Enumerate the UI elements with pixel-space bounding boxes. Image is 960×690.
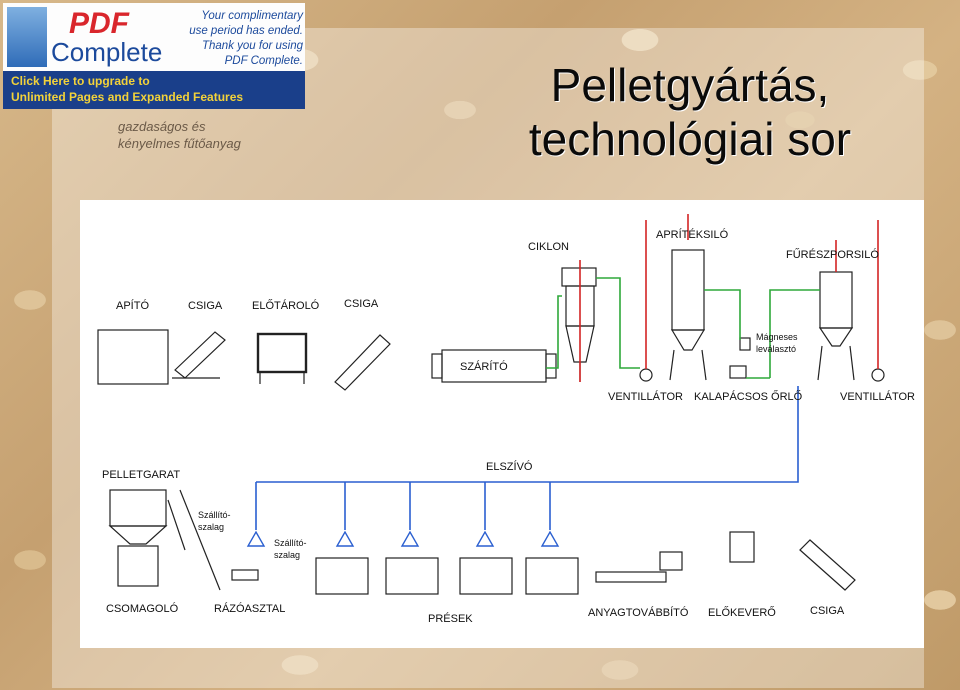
csiga3-conveyor <box>799 539 856 591</box>
upgrade-link[interactable]: Click Here to upgrade to Unlimited Pages… <box>11 73 243 105</box>
csiga2-conveyor <box>334 334 391 391</box>
label-elokevero: ELŐKEVERŐ <box>708 605 776 619</box>
pres-4 <box>525 557 579 595</box>
apito-box <box>97 329 169 385</box>
banner-msg-line2: use period has ended. <box>189 25 303 37</box>
fureszpor-silo <box>819 271 853 329</box>
label-szall2a: Szállító- <box>274 538 307 548</box>
anyagtov-screen <box>659 551 683 571</box>
label-presek: PRÉSEK <box>428 612 473 625</box>
label-apito: APÍTÓ <box>116 299 149 312</box>
pdf-complete-logo-icon <box>7 7 47 67</box>
label-elotarolo: ELŐTÁROLÓ <box>252 298 320 312</box>
label-fureszpor: FŰRÉSZPORSILÓ <box>786 247 879 261</box>
anyagtov-conveyor <box>595 571 667 583</box>
csomagolo-box <box>117 545 159 587</box>
kalapacsos-orlo <box>729 365 747 379</box>
title-line2: technológiai sor <box>528 113 852 165</box>
upgrade-line1[interactable]: Click Here to upgrade to <box>11 74 150 88</box>
razoasztal-box <box>231 569 259 581</box>
label-csiga1: CSIGA <box>188 300 223 312</box>
pres-2 <box>385 557 439 595</box>
blue-pipes <box>255 386 799 530</box>
elszivo-funnels <box>246 530 560 547</box>
label-anyagtov: ANYAGTOVÁBBÍTÓ <box>588 606 689 619</box>
page-title: Pelletgyártás, technológiai sor <box>460 58 920 166</box>
label-szarito: SZÁRÍTÓ <box>460 360 508 373</box>
label-csomagolo: CSOMAGOLÓ <box>106 602 179 615</box>
upgrade-line2[interactable]: Unlimited Pages and Expanded Features <box>11 90 244 104</box>
logo-pdf-text: PDF <box>69 7 129 40</box>
elotarolo-box <box>256 332 308 374</box>
banner-msg-line1: Your complimentary <box>201 10 303 22</box>
label-csiga2: CSIGA <box>344 298 379 310</box>
label-szall2b: szalag <box>274 550 300 560</box>
apritek-silo <box>671 249 705 331</box>
ciklon-top <box>561 267 597 287</box>
ventillator2-icon <box>871 368 885 382</box>
red-pipes <box>579 214 879 382</box>
csiga1-conveyor <box>174 331 226 379</box>
label-vent1: VENTILLÁTOR <box>608 390 683 403</box>
label-vent2: VENTILLÁTOR <box>840 390 915 403</box>
label-magneses2: leválasztó <box>756 344 796 354</box>
banner-message: Your complimentary use period has ended.… <box>163 9 303 69</box>
elokevero-box <box>729 531 755 563</box>
banner-msg-line3: Thank you for using <box>201 40 303 52</box>
label-pelletgarat: PELLETGARAT <box>102 469 180 481</box>
pres-1 <box>315 557 369 595</box>
label-elszivo: ELSZÍVÓ <box>486 460 533 473</box>
ventillator1-icon <box>639 368 653 382</box>
label-magneses1: Mágneses <box>756 332 798 342</box>
label-razoasztal: RÁZÓASZTAL <box>214 602 285 615</box>
tagline-line2: kényelmes fűtőanyag <box>118 136 241 151</box>
process-diagram-svg: APÍTÓ CSIGA ELŐTÁROLÓ CSIGA SZÁRÍTÓ CIKL… <box>97 214 915 625</box>
logo-complete-text: Complete <box>51 37 163 67</box>
tagline-line1: gazdaságos és <box>118 119 206 134</box>
label-szall1b: szalag <box>198 522 224 532</box>
label-szall1a: Szállító- <box>198 510 231 520</box>
magneses-leval <box>739 337 751 351</box>
title-line1: Pelletgyártás, <box>550 59 830 111</box>
pelletgarat-box <box>109 489 167 527</box>
green-pipes <box>546 277 820 379</box>
label-kalapacs: KALAPÁCSOS ŐRLŐ <box>694 389 803 403</box>
process-diagram: APÍTÓ CSIGA ELŐTÁROLÓ CSIGA SZÁRÍTÓ CIKL… <box>80 200 924 648</box>
pres-3 <box>459 557 513 595</box>
label-ciklon: CIKLON <box>528 241 569 253</box>
label-csiga3: CSIGA <box>810 605 845 617</box>
banner-top <box>3 3 305 71</box>
label-apritek: APRÍTÉKSILÓ <box>656 228 729 241</box>
upgrade-banner[interactable]: PDF Complete Your complimentary use peri… <box>3 3 305 109</box>
company-tagline: gazdaságos és kényelmes fűtőanyag <box>118 118 241 152</box>
banner-msg-line4: PDF Complete. <box>224 55 303 67</box>
